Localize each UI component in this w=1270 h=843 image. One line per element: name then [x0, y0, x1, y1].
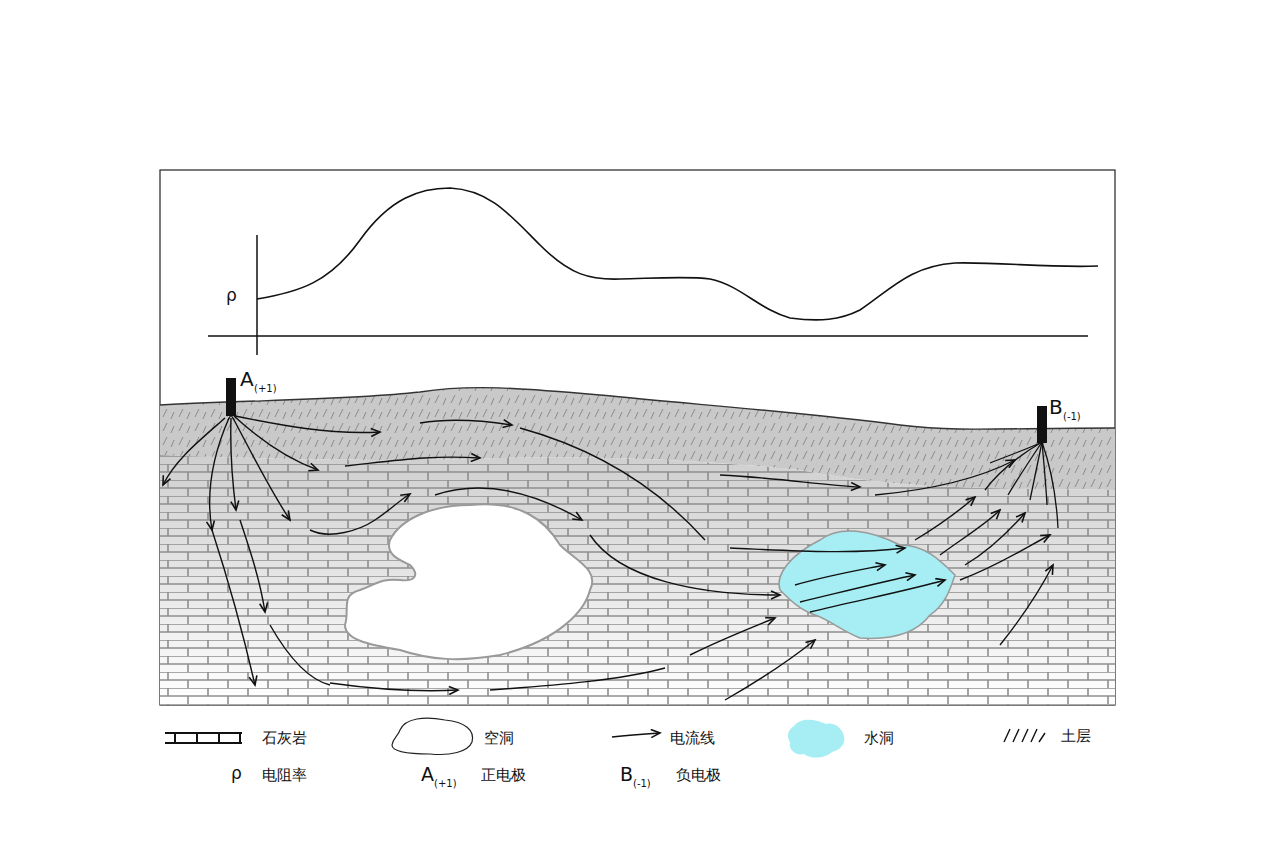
legend-symbol: B: [620, 763, 633, 785]
water-cave-swatch: [788, 720, 844, 758]
current-lines: [163, 416, 1053, 700]
soil-sample: [1004, 729, 1045, 742]
legend-symbol: ρ: [231, 763, 242, 783]
current-line-sample: [612, 733, 660, 737]
legend-text-wrap: 水洞: [864, 728, 894, 747]
frame: [160, 170, 1115, 705]
resistivity-axis-label: ρ: [226, 285, 237, 305]
electrode-name-wrap: B: [1049, 396, 1063, 418]
legend-symbol: A: [421, 763, 434, 785]
cave-sample: [392, 718, 473, 754]
soil-layer: [160, 388, 1115, 490]
current-fan-b: [985, 442, 1058, 528]
electrode-name-wrap: A: [240, 368, 254, 390]
legend-text: 石灰岩: [262, 729, 307, 747]
legend-text-wrap: 土层: [1061, 726, 1091, 745]
legend-text-wrap: 空洞: [484, 728, 514, 747]
air-cave: [345, 504, 592, 659]
legend-charge-wrap: (+1): [434, 772, 457, 791]
electrode-charge: (+1): [254, 383, 277, 394]
legend-text: 水洞: [864, 729, 894, 747]
water-cave-swatch-frame: [782, 712, 852, 762]
positive-electrode: [226, 378, 236, 416]
resistivity-chart: [208, 188, 1098, 355]
legend-symbol-wrap: A: [421, 764, 434, 785]
electrode-charge-wrap: (-1): [1063, 405, 1081, 424]
legend-text-wrap: 石灰岩: [262, 728, 307, 747]
legend-text: 负电极: [676, 766, 721, 784]
negative-electrode: [1037, 406, 1047, 443]
electrode-name: B: [1049, 395, 1063, 419]
legend-text: 电阻率: [262, 766, 307, 784]
legend-text-wrap: 电流线: [670, 728, 715, 747]
electrode-charge-wrap: (+1): [254, 377, 277, 396]
legend-text-wrap: 正电极: [481, 765, 526, 784]
electrode-charge: (-1): [1063, 411, 1081, 422]
legend-charge-wrap: (-1): [633, 772, 651, 791]
legend-symbol-wrap: B: [620, 764, 633, 785]
legend-symbol-wrap: ρ: [231, 764, 242, 783]
limestone-layer: [160, 455, 1115, 705]
legend-charge: (-1): [633, 778, 651, 789]
legend-charge: (+1): [434, 778, 457, 789]
resistivity-axis-label-wrap: ρ: [226, 286, 237, 305]
legend-text: 电流线: [670, 729, 715, 747]
water-cave: [779, 531, 955, 638]
legend-text-wrap: 电阻率: [262, 765, 307, 784]
legend-text: 土层: [1061, 727, 1091, 745]
limestone-sample: [165, 733, 242, 743]
legend-text-wrap: 负电极: [676, 765, 721, 784]
legend-text: 正电极: [481, 766, 526, 784]
electrode-name: A: [240, 367, 254, 391]
legend-text: 空洞: [484, 729, 514, 747]
